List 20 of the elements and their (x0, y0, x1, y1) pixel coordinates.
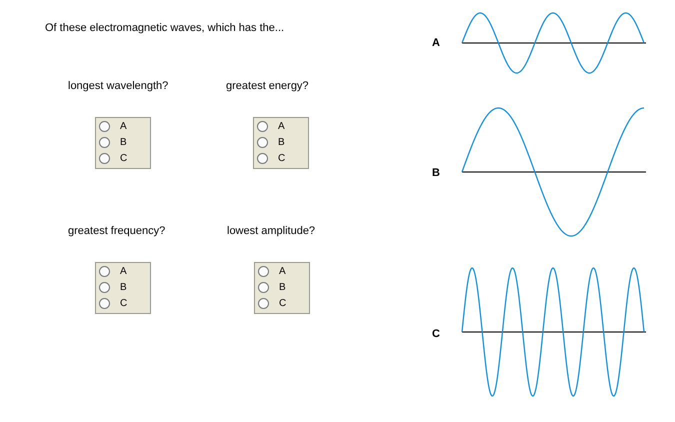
option-label: B (278, 137, 285, 148)
option-label: C (278, 153, 286, 164)
wave-label: C (432, 328, 440, 340)
option-label: A (120, 121, 127, 132)
option-label: B (120, 282, 127, 293)
option-label: C (120, 153, 128, 164)
wave-label: A (432, 37, 440, 49)
question-label: lowest amplitude? (227, 225, 316, 237)
option-label: B (120, 137, 127, 148)
option-label: A (279, 266, 286, 277)
option-label: C (279, 298, 286, 309)
question-label: longest wavelength? (68, 80, 168, 92)
option-label: B (279, 282, 286, 293)
question-text: Of these electromagnetic waves, which has the... (45, 22, 284, 34)
option-label: A (278, 121, 285, 132)
wave-label: B (432, 167, 440, 179)
option-label: C (120, 298, 128, 309)
option-label: A (120, 266, 127, 277)
question-label: greatest energy? (226, 80, 309, 92)
question-label: greatest frequency? (68, 225, 166, 237)
